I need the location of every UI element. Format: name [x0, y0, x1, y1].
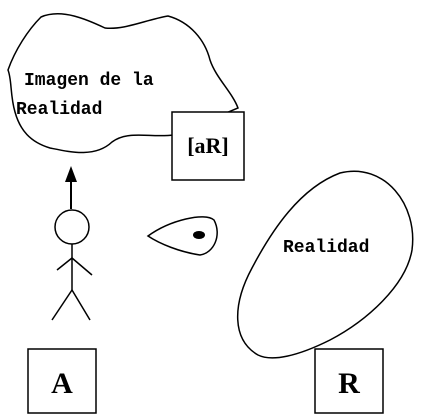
observer-leg-right	[71, 289, 91, 321]
image-label-line2: Realidad	[16, 100, 102, 120]
observer-figure	[51, 209, 93, 321]
perception-arrowhead	[65, 166, 77, 182]
observer-head	[54, 209, 90, 245]
reality-box	[314, 348, 384, 414]
image-box	[171, 111, 245, 181]
observer-leg-left	[51, 289, 73, 321]
eye-pupil	[193, 231, 205, 239]
eye-icon	[146, 216, 218, 256]
observer-box	[27, 348, 97, 414]
observer-arm-right	[71, 257, 93, 276]
observer-box-label: A	[51, 367, 73, 400]
image-label-line1: Imagen de la	[24, 71, 154, 91]
reality-shape	[236, 170, 414, 359]
observer-arm-left	[56, 257, 73, 271]
reality-label: Realidad	[283, 238, 369, 258]
reality-box-label: R	[338, 367, 360, 400]
image-box-label: [aR]	[187, 133, 229, 158]
